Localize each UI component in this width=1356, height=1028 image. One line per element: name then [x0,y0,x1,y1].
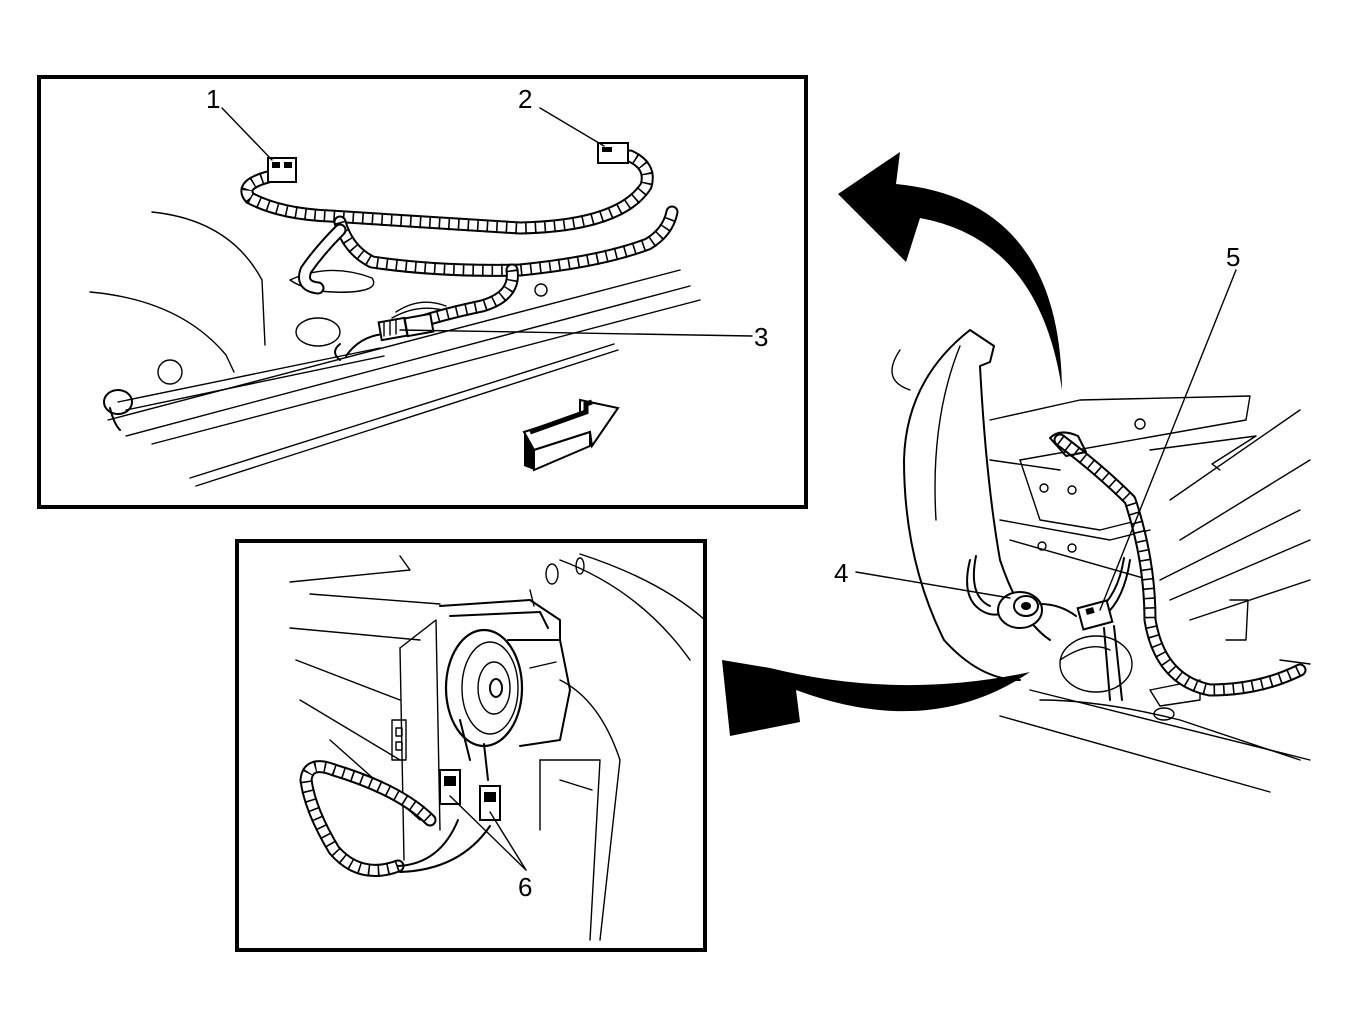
arrow-to-top-inset-icon [838,152,1062,390]
main-view-wiring-harness [966,431,1307,697]
callout-2: 2 [518,84,532,114]
connector-2 [597,142,629,164]
top-inset-panel [37,75,808,509]
connector-5 [1076,599,1123,701]
arrow-to-bottom-inset-icon [722,660,1030,736]
callout-5: 5 [1226,242,1240,272]
connector-4 [997,591,1077,629]
connector-1 [267,157,297,183]
callout-1: 1 [206,84,220,114]
callout-4: 4 [834,558,848,588]
horn-assembly [444,628,571,781]
connector-6 [439,769,501,821]
top-inset-wiring-harness [240,149,679,361]
bottom-inset-wiring-harness [299,760,491,877]
callout-leaders [221,107,1237,871]
main-view [722,152,1311,793]
forward-direction-icon [522,398,620,472]
callout-3: 3 [754,322,768,352]
main-view-body-structure [891,329,1311,793]
top-inset-frame [37,75,808,509]
bottom-inset-panel [235,539,707,952]
bottom-inset-body-structure [289,553,706,941]
callout-6: 6 [518,872,532,902]
bottom-inset-frame [235,539,707,952]
